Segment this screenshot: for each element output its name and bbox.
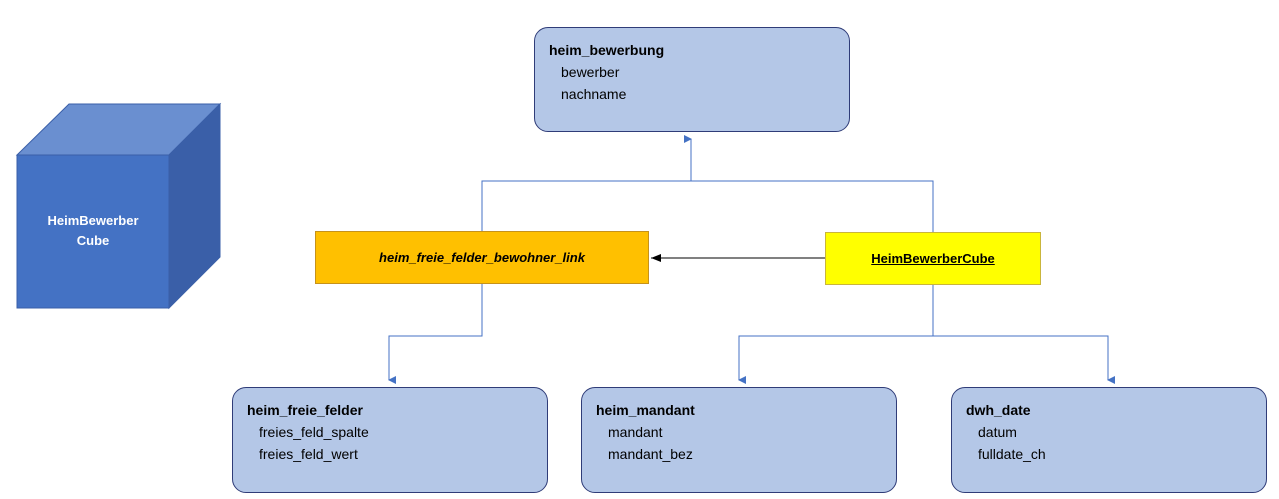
entity-field: fulldate_ch xyxy=(978,446,1046,462)
entity-field: freies_feld_spalte xyxy=(259,424,369,440)
connector-fact-to-bewerbung xyxy=(684,135,934,232)
cube-label-line-2: Cube xyxy=(76,233,110,248)
entity-name: heim_freie_felder xyxy=(247,402,363,418)
entity-field: datum xyxy=(978,424,1017,440)
entity-field: nachname xyxy=(561,86,627,102)
entity-heim-freie-felder[interactable]: heim_freie_felder freies_feld_spalte fre… xyxy=(232,387,548,493)
entity-heim-mandant[interactable]: heim_mandant mandant mandant_bez xyxy=(581,387,897,493)
entity-name: dwh_date xyxy=(966,402,1031,418)
entity-field: bewerber xyxy=(561,64,620,80)
connector-link-to-freie-felder xyxy=(388,284,483,384)
connector-fact-to-mandant xyxy=(738,335,933,384)
cube-shape xyxy=(15,102,222,310)
cube-front-face xyxy=(16,154,170,309)
connector-link-to-bewerbung xyxy=(481,180,691,231)
cube-label-line-1: HeimBewerber xyxy=(47,213,139,228)
entity-field: freies_feld_wert xyxy=(259,446,358,462)
cube-label: HeimBewerber Cube xyxy=(17,155,169,307)
entity-name: heim_mandant xyxy=(596,402,695,418)
entity-field: mandant xyxy=(608,424,663,440)
entity-name: heim_bewerbung xyxy=(549,42,665,58)
entity-field: mandant_bez xyxy=(608,446,693,462)
entity-dwh-date[interactable]: dwh_date datum fulldate_ch xyxy=(951,387,1267,493)
link-table-box[interactable]: heim_freie_felder_bewohner_link xyxy=(315,231,649,284)
connector-fact-to-dwh-date xyxy=(933,335,1115,384)
fact-table-label: HeimBewerberCube xyxy=(871,251,995,266)
fact-table-box[interactable]: HeimBewerberCube xyxy=(825,232,1041,285)
link-table-label: heim_freie_felder_bewohner_link xyxy=(379,250,585,265)
entity-heim-bewerbung[interactable]: heim_bewerbung bewerber nachname xyxy=(534,27,850,132)
